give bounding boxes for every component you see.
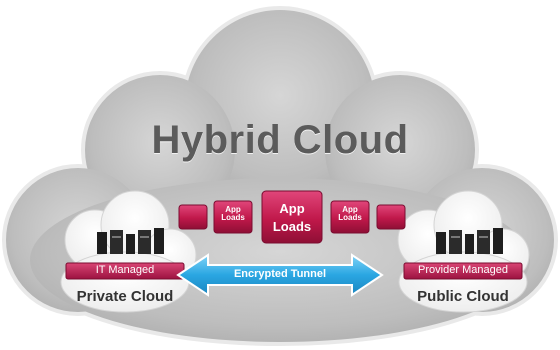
app-load-blocks — [178, 190, 406, 244]
app-block-stub-right — [376, 204, 406, 230]
app-block-small-left — [213, 200, 253, 234]
encrypted-tunnel-label: Encrypted Tunnel — [233, 268, 327, 280]
app-block-small-right-line1: App — [342, 205, 358, 214]
app-block-small-left-label: App Loads — [214, 205, 252, 223]
app-block-large-line1: App — [279, 201, 305, 216]
encrypted-tunnel-arrow — [176, 253, 384, 297]
private-cloud-label: Private Cloud — [76, 288, 174, 305]
app-block-small-right-line2: Loads — [338, 213, 362, 223]
app-block-small-left-line1: App — [225, 205, 241, 214]
app-block-large-label: App Loads — [262, 200, 322, 235]
app-block-small-left-line2: Loads — [221, 213, 245, 223]
diagram-title: Hybrid Cloud — [151, 118, 409, 162]
private-server-icon — [97, 228, 164, 254]
public-cloud-label: Public Cloud — [417, 288, 509, 305]
app-block-small-right-label: App Loads — [331, 205, 369, 223]
app-block-large-line2: Loads — [272, 218, 312, 234]
app-block-small-right — [330, 200, 370, 234]
app-block-stub-left — [178, 204, 208, 230]
provider-managed-bar — [403, 262, 523, 280]
it-managed-label: IT Managed — [95, 264, 155, 276]
app-block-large — [261, 190, 323, 244]
provider-managed-label: Provider Managed — [418, 264, 508, 276]
public-server-icon — [436, 228, 503, 254]
